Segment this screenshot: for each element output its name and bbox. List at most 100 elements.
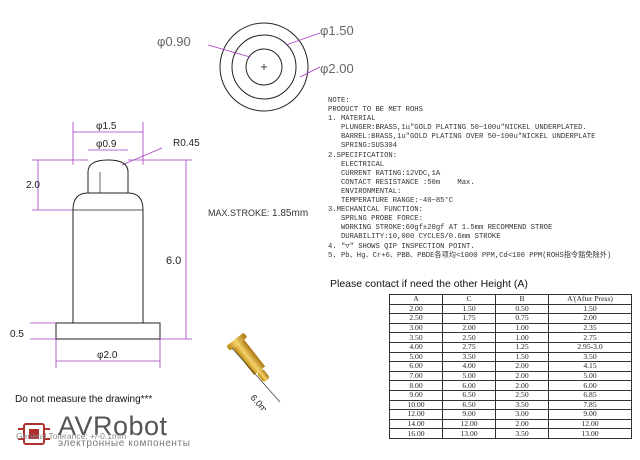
table-cell: 7.00 (389, 370, 443, 382)
brand-logo-icon (18, 423, 50, 445)
table-cell: 2.00 (495, 380, 549, 391)
table-cell: 3.50 (495, 399, 549, 411)
table-cell: 12.00 (442, 418, 496, 430)
table-cell: 2.35 (548, 322, 632, 334)
table-cell: 3.00 (389, 322, 443, 334)
mid-circle (231, 34, 297, 100)
dim-base-height-label: 0.5 (10, 329, 24, 340)
table-cell: 5.00 (389, 351, 443, 363)
pin-body (227, 333, 269, 382)
table-cell: 2.00 (495, 370, 549, 382)
table-cell: 1.00 (495, 332, 549, 343)
table-cell: 7.85 (548, 399, 632, 411)
table-cell: 3.50 (548, 351, 632, 363)
tolerance-note: General Tolerance: +/-0.1mm (16, 431, 127, 441)
note-line: TEMPERATURE RANGE:-40~85°C (328, 197, 454, 206)
table-cell: 0.50 (495, 303, 549, 315)
table-cell: 3.50 (389, 332, 443, 343)
barrel-outline (72, 192, 144, 324)
table-cell: 2.75 (442, 341, 496, 353)
table-cell: 4.00 (389, 341, 443, 353)
note-line: 5. Pb、Hg、Cr+6、PBB、PBDE各项均<1000 PPM,Cd<10… (328, 251, 612, 260)
dia-mid-label: φ1.50 (320, 23, 354, 38)
table-cell: 5.00 (442, 370, 496, 382)
table-header-cell: B (495, 294, 549, 305)
dim-total-height-label: 6.0 (166, 255, 181, 267)
max-stroke-label: MAX.STROKE: (208, 208, 270, 218)
note-line: DURABILITY:10,000 CYCLES/0.6mm STROKE (328, 233, 501, 242)
table-cell: 9.00 (389, 389, 443, 401)
table-cell: 2.00 (495, 418, 549, 430)
table-cell: 9.00 (442, 409, 496, 420)
outer-circle (219, 22, 309, 112)
table-cell: 6.00 (548, 380, 632, 391)
table-cell: 6.50 (442, 389, 496, 401)
table-cell: 2.95-3.0 (548, 341, 632, 353)
note-line: CURRENT RATING:12VDC,1A (328, 169, 441, 178)
max-stroke: MAX.STROKE: 1.85mm (208, 208, 308, 219)
table-header-cell: A (389, 294, 443, 305)
top-view-diagram: φ0.90 φ1.50 φ2.00 (157, 22, 354, 112)
dia-outer-label: φ2.00 (320, 61, 354, 76)
pin-plunger (257, 369, 269, 382)
pogo-pin-photo: 6.0mm (227, 333, 281, 410)
table-cell: 16.00 (389, 428, 443, 439)
note-line: NOTE: (328, 97, 350, 105)
pin-barrel (233, 339, 266, 376)
table-cell: 6.50 (442, 399, 496, 411)
dim-base-width-label: φ2.0 (97, 350, 118, 361)
table-cell: 2.00 (495, 361, 549, 372)
pin-flange (227, 333, 247, 350)
photo-dim-line (231, 347, 281, 403)
table-cell: 6.00 (442, 380, 496, 391)
dim-radius-leader (121, 147, 163, 166)
table-cell: 3.50 (442, 351, 496, 363)
table-cell: 2.50 (389, 313, 443, 324)
dim-plunger-width-label: φ0.9 (96, 139, 117, 150)
table-cell: 1.50 (442, 303, 496, 315)
inner-circle (245, 48, 283, 86)
leader-mid (285, 32, 321, 46)
table-cell: 6.85 (548, 389, 632, 401)
table-cell: 2.00 (442, 322, 496, 334)
table-cell: 13.00 (548, 428, 632, 439)
dim-radius-label: R0.45 (173, 138, 200, 149)
brand-subtitle: электронные компоненты (58, 438, 191, 449)
max-stroke-value: 1.85mm (272, 208, 309, 219)
table-cell: 10.00 (389, 399, 443, 411)
table-cell: 3.50 (495, 428, 549, 439)
table-cell: 4.00 (442, 361, 496, 372)
table-cell: 1.50 (548, 303, 632, 315)
dim-tip-width-label: φ1.5 (96, 121, 117, 132)
note-line: 2.SPECIFICATION: (328, 151, 398, 160)
table-cell: 2.75 (548, 332, 632, 343)
leader-inner (207, 44, 251, 58)
table-cell: 14.00 (389, 418, 443, 430)
table-cell: 1.25 (495, 341, 549, 353)
brand-name: AVRobot (58, 411, 168, 441)
note-line: ELECTRICAL (328, 160, 385, 169)
table-cell: 0.75 (495, 313, 549, 324)
table-cell: 2.00 (548, 313, 632, 324)
table-heading: Please contact if need the other Height … (330, 278, 528, 290)
table-cell: 13.00 (442, 428, 496, 439)
table-cell: 5.00 (548, 370, 632, 382)
table-cell: 4.15 (548, 361, 632, 372)
note-line: ENVIRONMENTAL: (328, 187, 402, 196)
note-line: PRODUCT TO BE MET ROHS (328, 106, 423, 115)
note-line: CONTACT RESISTANCE :50m Max. (328, 178, 475, 187)
